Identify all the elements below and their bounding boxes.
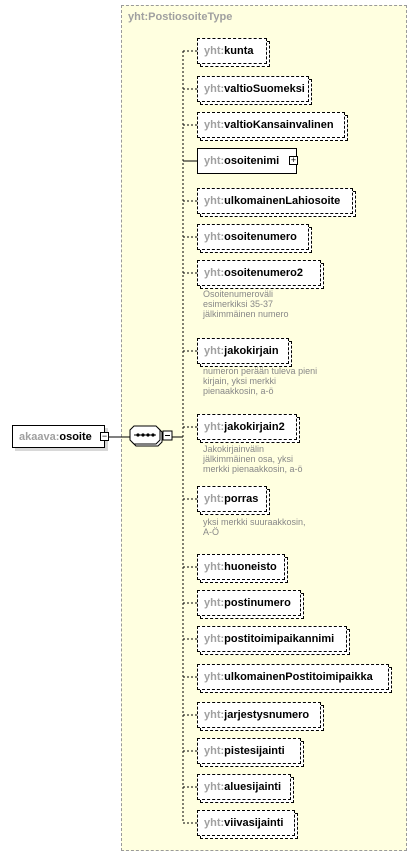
element-aluesijainti[interactable]: yht:aluesijainti [197,774,294,803]
element-prefix: yht: [204,345,225,357]
element-prefix: yht: [204,671,225,683]
element-pistesijainti[interactable]: yht:pistesijainti [197,738,304,767]
element-jakokirjain[interactable]: yht:jakokirjain [197,338,292,367]
element-name: osoitenumero [224,231,297,243]
element-kunta[interactable]: yht:kunta [197,38,270,67]
element-prefix: yht: [204,421,225,433]
element-name: ulkomainenLahiosoite [224,195,341,207]
element-prefix: yht: [204,45,225,57]
root-collapse-icon[interactable]: − [100,431,109,441]
element-name: jakokirjain2 [224,421,285,433]
element-documentation: Osoitenumeroväli esimerkiksi 35-37 jälki… [203,289,289,319]
element-prefix: yht: [204,195,225,207]
element-valtioSuomeksi[interactable]: yht:valtioSuomeksi [197,76,312,105]
element-name: osoitenumero2 [224,267,304,279]
element-name: pistesijainti [224,745,285,757]
element-name: valtioKansainvalinen [224,119,334,131]
sequence-dot [146,433,150,437]
element-name: aluesijainti [224,781,282,793]
element-prefix: yht: [204,119,225,131]
element-ulkomainenPostitoimipaikka[interactable]: yht:ulkomainenPostitoimipaikka [197,664,392,693]
element-prefix: yht: [204,633,225,645]
element-prefix: yht: [204,817,225,829]
element-name: osoitenimi [224,155,280,167]
element-name: valtioSuomeksi [224,83,305,95]
element-name: porras [224,493,259,505]
element-name: kunta [224,45,254,57]
element-osoitenimi[interactable]: yht:osoitenimi [197,148,297,174]
element-documentation: Jakokirjainvälin jälkimmäinen osa, yksi … [203,444,303,474]
element-ulkomainenLahiosoite[interactable]: yht:ulkomainenLahiosoite [197,188,356,217]
element-huoneisto[interactable]: yht:huoneisto [197,554,288,583]
element-prefix: yht: [204,155,225,167]
sequence-dot [151,433,155,437]
element-prefix: yht: [204,781,225,793]
expand-icon[interactable]: + [289,155,298,165]
sequence-dot [136,433,140,437]
element-name: postitoimipaikannimi [224,633,335,645]
element-osoitenumero2[interactable]: yht:osoitenumero2 [197,260,324,289]
element-prefix: yht: [204,597,225,609]
element-documentation: numeron perään tuleva pieni kirjain, yks… [203,366,318,396]
element-prefix: yht: [204,493,225,505]
root-element[interactable]: akaava:osoite [12,425,108,451]
element-prefix: yht: [204,745,225,757]
element-name: postinumero [224,597,291,609]
element-porras[interactable]: yht:porras [197,486,270,515]
element-name: huoneisto [224,561,277,573]
root-element-name: osoite [59,430,92,443]
element-jakokirjain2[interactable]: yht:jakokirjain2 [197,414,300,443]
element-prefix: yht: [204,561,225,573]
element-name: jarjestysnumero [224,709,310,721]
element-valtioKansainvalinen[interactable]: yht:valtioKansainvalinen [197,112,348,141]
element-prefix: yht: [204,267,225,279]
element-documentation: yksi merkki suuraakkosin, A-Ö [203,517,306,537]
element-osoitenumero[interactable]: yht:osoitenumero [197,224,312,253]
element-name: viivasijainti [224,817,284,829]
element-name: jakokirjain [224,345,279,357]
element-prefix: yht: [204,231,225,243]
complex-type-title: yht:PostiosoiteType [128,11,233,23]
element-prefix: yht: [204,83,225,95]
element-postitoimipaikannimi[interactable]: yht:postitoimipaikannimi [197,626,350,655]
element-name: ulkomainenPostitoimipaikka [224,671,373,683]
element-postinumero[interactable]: yht:postinumero [197,590,304,619]
sequence-dot [141,433,145,437]
element-prefix: yht: [204,709,225,721]
root-element-prefix: akaava: [19,430,60,443]
element-jarjestysnumero[interactable]: yht:jarjestysnumero [197,702,324,731]
element-viivasijainti[interactable]: yht:viivasijainti [197,810,298,839]
